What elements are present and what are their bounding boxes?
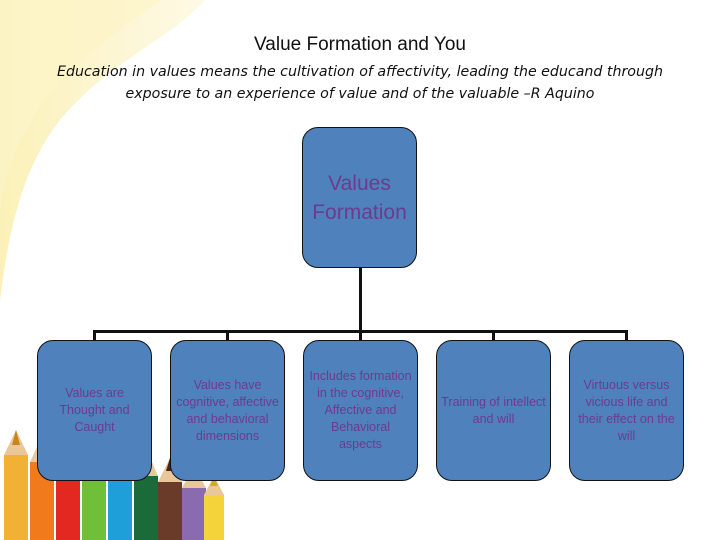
root-node-label: Values Formation	[312, 171, 407, 224]
child-node-3-label: Includes formation in the cognitive, Aff…	[309, 369, 412, 451]
child-node-4-label: Training of intellect and will	[441, 394, 546, 426]
child-node-4: Training of intellect and will	[436, 340, 551, 481]
root-node: Values Formation	[302, 127, 417, 268]
child-node-3: Includes formation in the cognitive, Aff…	[303, 340, 418, 481]
child-node-2: Values have cognitive, affective and beh…	[170, 340, 285, 481]
slide-title: Value Formation and You	[254, 34, 466, 55]
connector-root-stem	[359, 268, 362, 332]
connector-drop-3	[359, 330, 362, 340]
connector-drop-1	[93, 330, 96, 340]
child-node-5: Virtuous versus vicious life and their e…	[569, 340, 684, 481]
connector-drop-5	[625, 330, 628, 340]
child-node-1-label: Values are Thought and Caught	[59, 386, 130, 434]
child-node-5-label: Virtuous versus vicious life and their e…	[578, 377, 675, 443]
child-node-1: Values are Thought and Caught	[37, 340, 152, 481]
connector-drop-2	[226, 330, 229, 340]
child-node-2-label: Values have cognitive, affective and beh…	[176, 377, 279, 443]
connector-drop-4	[492, 330, 495, 340]
slide-subtitle: Education in values means the cultivatio…	[57, 64, 663, 102]
